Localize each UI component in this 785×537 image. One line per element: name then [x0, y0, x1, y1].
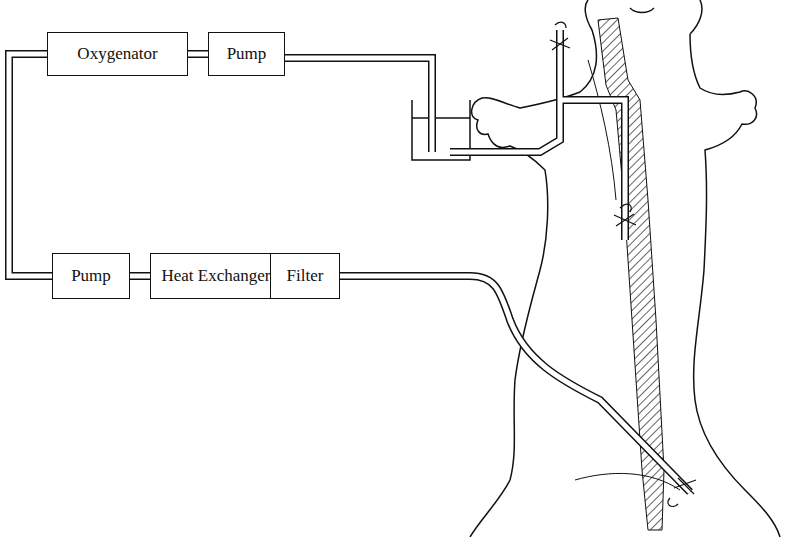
process-box: Heat Exchanger: [150, 253, 282, 299]
box-label: Filter: [281, 266, 330, 286]
animal-outline: [470, 0, 780, 537]
ligatures: [550, 22, 696, 506]
tube-connector: [130, 276, 150, 277]
snout: [630, 8, 654, 13]
process-box: Pump: [208, 32, 285, 76]
process-box: Oxygenator: [47, 32, 188, 76]
box-label: Oxygenator: [71, 44, 163, 64]
tube-bore: [130, 274, 150, 279]
box-label: Pump: [221, 44, 273, 64]
tube-wall: [130, 272, 150, 280]
tube-wall: [9, 54, 52, 276]
tube-bore: [9, 54, 52, 276]
tubing: [285, 30, 690, 492]
tube-wall: [188, 50, 208, 58]
tube-bore: [188, 52, 208, 57]
process-box: Pump: [52, 253, 130, 299]
process-box: Filter: [270, 253, 340, 299]
tube-connector: [9, 54, 52, 276]
fluid-level: [412, 117, 470, 119]
box-label: Pump: [65, 266, 117, 286]
tube-connector: [188, 54, 208, 55]
box-label: Heat Exchanger: [155, 266, 276, 286]
